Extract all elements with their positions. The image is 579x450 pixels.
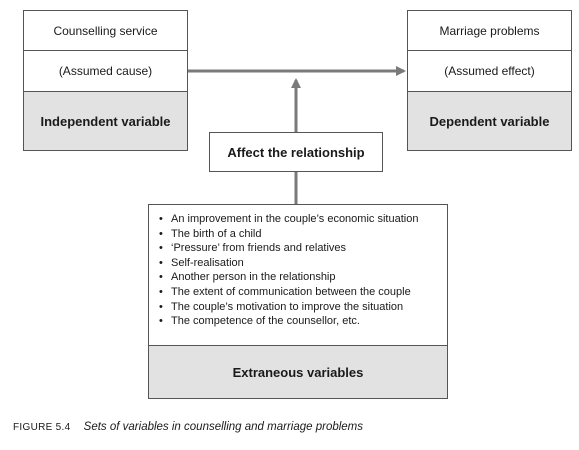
dependent-label-cell: Dependent variable: [408, 92, 571, 150]
independent-middle-cell: (Assumed cause): [24, 51, 187, 92]
extraneous-item: The extent of communication between the …: [159, 285, 447, 300]
dependent-middle-cell: (Assumed effect): [408, 51, 571, 92]
independent-label: Independent variable: [40, 113, 171, 129]
dependent-top-text: Marriage problems: [439, 23, 540, 38]
extraneous-item: The birth of a child: [159, 227, 447, 242]
extraneous-item: Self-realisation: [159, 256, 447, 271]
extraneous-item: The competence of the counsellor, etc.: [159, 314, 447, 329]
independent-middle-text: (Assumed cause): [58, 64, 153, 78]
extraneous-label: Extraneous variables: [232, 364, 364, 380]
extraneous-variables-box: An improvement in the couple’s economic …: [148, 204, 448, 399]
figure-caption: FIGURE 5.4 Sets of variables in counsell…: [13, 421, 363, 433]
extraneous-item: Another person in the relationship: [159, 270, 447, 285]
extraneous-item: An improvement in the couple’s economic …: [159, 212, 447, 227]
affect-relationship-label: Affect the relationship: [227, 144, 365, 160]
independent-top-text: Counselling service: [53, 23, 158, 38]
figure-caption-text: Sets of variables in counselling and mar…: [83, 421, 364, 433]
dependent-middle-text: (Assumed effect): [444, 64, 535, 78]
independent-label-cell: Independent variable: [24, 92, 187, 150]
affect-relationship-box: Affect the relationship: [209, 132, 383, 172]
dependent-label: Dependent variable: [429, 113, 550, 129]
independent-variable-box: Counselling service (Assumed cause) Inde…: [23, 10, 188, 151]
extraneous-item: The couple’s motivation to improve the s…: [159, 300, 447, 315]
extraneous-label-cell: Extraneous variables: [149, 345, 447, 398]
independent-top-cell: Counselling service: [24, 11, 187, 51]
dependent-top-cell: Marriage problems: [408, 11, 571, 51]
extraneous-list: An improvement in the couple’s economic …: [149, 205, 447, 329]
dependent-variable-box: Marriage problems (Assumed effect) Depen…: [407, 10, 572, 151]
figure-number: FIGURE 5.4: [13, 422, 71, 433]
extraneous-item: ‘Pressure’ from friends and relatives: [159, 241, 447, 256]
